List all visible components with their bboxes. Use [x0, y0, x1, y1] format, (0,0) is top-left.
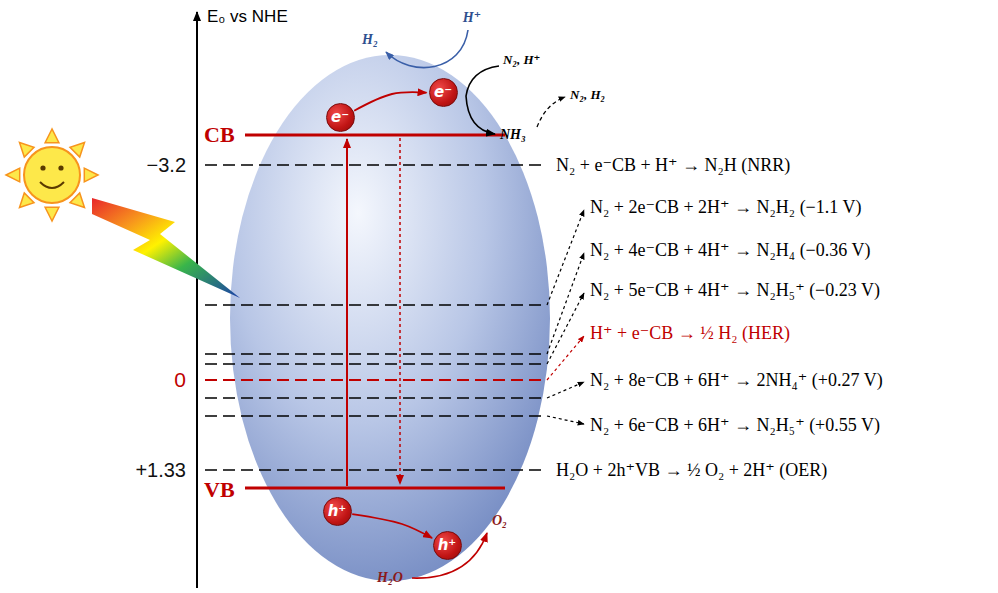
conduction-band — [245, 134, 505, 137]
light-bolt — [92, 198, 240, 298]
valence-band — [245, 487, 505, 490]
species-label: N₂, H⁺ — [503, 53, 540, 68]
sun-icon — [6, 129, 98, 221]
species-label: NH₃ — [500, 127, 526, 143]
carrier-transfer-arrow — [352, 514, 432, 538]
reaction-equation: N₂ + e⁻CB + H⁺ → N₂H (NRR) — [556, 155, 790, 176]
species-label: H₂O — [377, 570, 403, 586]
species-label: O₂ — [492, 513, 507, 529]
potential-value: −3.2 — [147, 154, 186, 177]
excitation-arrow — [346, 139, 348, 486]
carrier-transfer-arrow — [354, 92, 426, 110]
potential-value: +1.33 — [135, 459, 186, 482]
reaction-equation: N₂ + 8e⁻CB + 6H⁺ → 2NH₄⁺ (+0.27 V) — [590, 370, 883, 391]
charge-carrier: h⁺ — [433, 531, 462, 560]
carrier-symbol: e⁻ — [331, 110, 349, 125]
decomposition-arrow — [537, 97, 565, 127]
reaction-equation: N₂ + 4e⁻CB + 4H⁺ → N₂H₄ (−0.36 V) — [590, 240, 870, 261]
semiconductor-particle — [230, 55, 550, 581]
leader-line — [547, 336, 584, 380]
carrier-symbol: e⁻ — [434, 85, 452, 100]
potential-value: 0 — [174, 368, 186, 392]
leader-lines — [547, 210, 584, 424]
potential-axis — [196, 12, 198, 588]
reaction-equation: N₂ + 2e⁻CB + 2H⁺ → N₂H₂ (−1.1 V) — [590, 197, 861, 218]
band-label: CB — [204, 122, 235, 147]
carrier-symbol: h⁺ — [438, 538, 457, 553]
species-label: H₂ — [362, 32, 378, 48]
reaction-equation: H⁺ + e⁻CB → ½ H₂ (HER) — [590, 323, 790, 344]
charge-carrier: h⁺ — [323, 497, 352, 526]
reaction-equation: H₂O + 2h⁺VB → ½ O₂ + 2H⁺ (OER) — [556, 460, 827, 481]
potential-levels — [205, 165, 545, 470]
axis-title: E₀ vs NHE — [207, 7, 288, 27]
carrier-symbol: h⁺ — [328, 504, 347, 519]
nrr-arrow — [466, 66, 499, 134]
recombination-arrow — [399, 138, 401, 484]
reaction-equation: N₂ + 6e⁻CB + 6H⁺ → N₂H₅⁺ (+0.55 V) — [590, 415, 880, 436]
reaction-equation: N₂ + 5e⁻CB + 4H⁺ → N₂H₅⁺ (−0.23 V) — [590, 280, 880, 301]
charge-carrier: e⁻ — [326, 103, 355, 132]
her-level — [205, 379, 545, 381]
band-label: VB — [204, 477, 235, 502]
charge-carrier: e⁻ — [429, 78, 458, 107]
species-label: H⁺ — [463, 10, 481, 26]
her-arrow — [386, 30, 468, 68]
species-label: N₂, H₂ — [570, 88, 605, 103]
